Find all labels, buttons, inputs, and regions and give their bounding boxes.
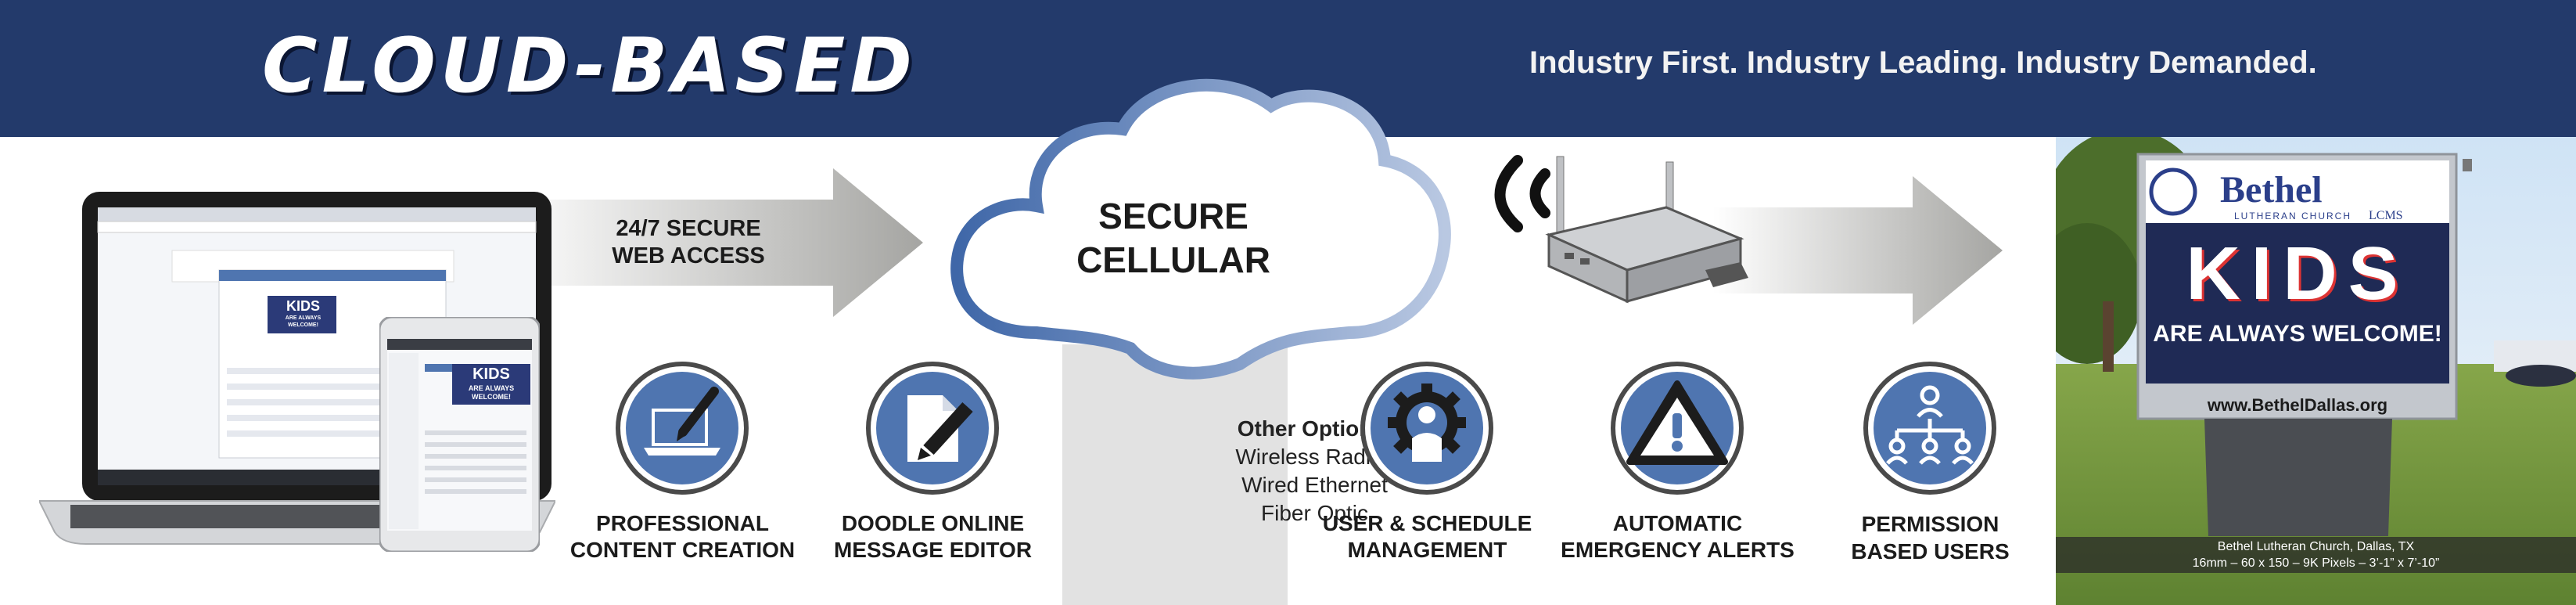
sign-church-subtitle: LUTHERAN CHURCH [2234, 211, 2352, 221]
sign-photo-scene [2056, 137, 2576, 605]
laptop-preview-kids: KIDS [286, 298, 320, 314]
feature-label-line1: PERMISSION [1861, 512, 1999, 536]
cloud-icon [950, 78, 1451, 380]
cloud-label: SECURE CELLULAR [1009, 194, 1338, 282]
router-arrow [1713, 176, 2003, 325]
photo-caption-line2: 16mm – 60 x 150 – 9K Pixels – 3’-1” x 7’… [2192, 556, 2440, 570]
photo-caption-line1: Bethel Lutheran Church, Dallas, TX [2217, 540, 2415, 553]
user-gear-icon [1360, 362, 1493, 495]
feature-label-user-management: USER & SCHEDULE MANAGEMENT [1296, 510, 1558, 563]
laptop-screen-preview: KIDS ARE ALWAYS WELCOME! [270, 297, 336, 332]
sign-welcome: ARE ALWAYS WELCOME! [2153, 321, 2442, 347]
web-access-arrow [501, 168, 923, 317]
sign-url: www.BethelDallas.org [2207, 395, 2388, 415]
sign-kids: KIDS [2186, 232, 2409, 315]
org-chart-icon [1863, 362, 1996, 495]
sign-photo: Bethel LUTHERAN CHURCH LCMS KIDS ARE ALW… [2056, 137, 2576, 605]
tagline: Industry First. Industry Leading. Indust… [1529, 45, 2317, 80]
feature-label-content-creation: PROFESSIONAL CONTENT CREATION [551, 510, 814, 563]
cloud-label-line1: SECURE [1098, 196, 1248, 236]
page-title: CLOUD-BASED [262, 22, 917, 110]
feature-label-permission-users: PERMISSION BASED USERS [1799, 510, 2061, 565]
tablet-image [379, 317, 540, 552]
web-access-label: 24/7 SECURE WEB ACCESS [612, 216, 765, 268]
sign-lcms: LCMS [2369, 209, 2403, 222]
laptop-pen-icon [616, 362, 749, 495]
feature-label-emergency-alerts: AUTOMATIC EMERGENCY ALERTS [1547, 510, 1809, 563]
cellular-router-icon [1545, 156, 1748, 304]
feature-label-line2: MANAGEMENT [1347, 537, 1507, 562]
tablet-preview-welcome: ARE ALWAYS WELCOME! [468, 384, 515, 401]
feature-label-line2: MESSAGE EDITOR [833, 537, 1033, 562]
sign-church-name: Bethel [2220, 169, 2323, 211]
feature-label-line1: USER & SCHEDULE [1322, 511, 1532, 535]
option-item: Fiber Optic [1261, 501, 1368, 525]
cloud-label-line2: CELLULAR [1076, 239, 1270, 280]
feature-label-line1: PROFESSIONAL [596, 511, 769, 535]
feature-label-line1: AUTOMATIC [1612, 511, 1743, 535]
option-item: Wired Ethernet [1241, 473, 1388, 497]
wireless-signal-icon [1494, 155, 1550, 232]
laptop-preview-welcome: ARE ALWAYS WELCOME! [285, 315, 322, 328]
tablet-preview-kids: KIDS [472, 366, 510, 383]
feature-label-doodle-editor: DOODLE ONLINE MESSAGE EDITOR [802, 510, 1064, 563]
options-panel [1062, 344, 1288, 605]
feature-label-line1: DOODLE ONLINE [841, 511, 1025, 535]
feature-label-line2: CONTENT CREATION [569, 537, 796, 562]
feature-label-line2: BASED USERS [1851, 539, 2010, 564]
photo-caption: Bethel Lutheran Church, Dallas, TX 16mm … [2056, 537, 2576, 573]
feature-label-line2: EMERGENCY ALERTS [1561, 537, 1795, 562]
warning-icon [1611, 362, 1744, 495]
doodle-pen-icon [866, 362, 999, 495]
tablet-screen-preview: KIDS ARE ALWAYS WELCOME! [452, 364, 530, 405]
